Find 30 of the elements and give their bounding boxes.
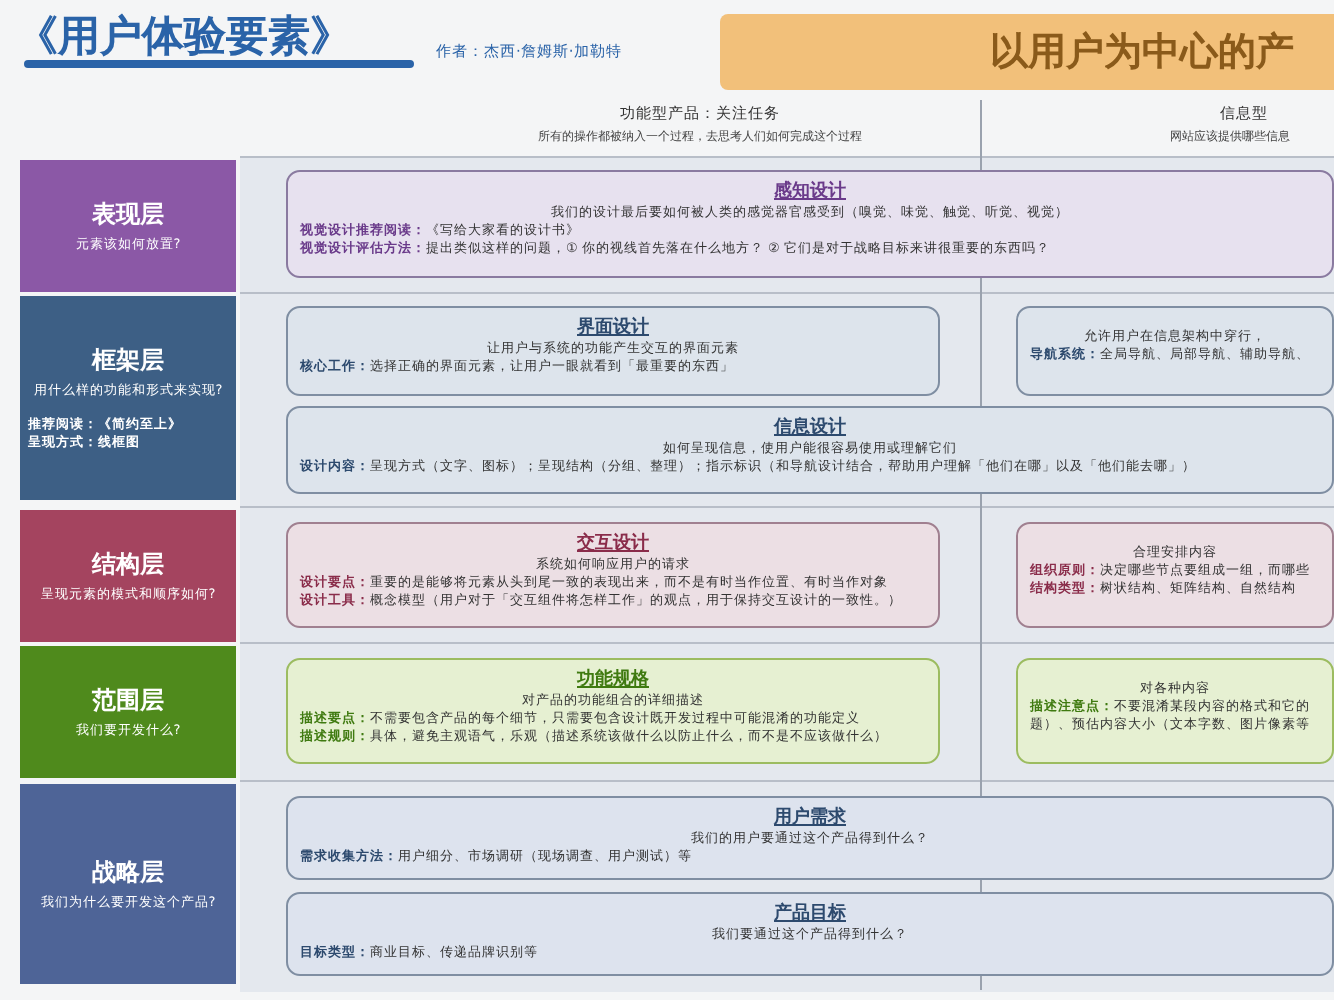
content-card — [286, 522, 940, 628]
card-heading: 功能规格 — [575, 666, 651, 692]
layer-panel — [20, 160, 236, 292]
content-card — [1016, 522, 1334, 628]
layer-panel — [20, 510, 236, 642]
layer-panel — [20, 784, 236, 984]
banner-heading: 以用户为中心的产 — [990, 28, 1294, 78]
content-card — [286, 406, 1334, 494]
card-heading: 用户需求 — [772, 804, 848, 830]
card-heading: 信息设计 — [771, 414, 848, 440]
content-card — [286, 796, 1334, 880]
layer-title: 范围层 — [90, 684, 166, 718]
layer-panel — [20, 296, 236, 500]
layer-title: 结构层 — [89, 548, 166, 582]
card-heading: 产品目标 — [772, 900, 848, 926]
card-heading: 感知设计 — [772, 178, 848, 204]
layer-panel — [20, 646, 236, 778]
card-heading: 交互设计 — [575, 530, 651, 556]
layer-title: 表现层 — [90, 198, 166, 232]
content-card — [1016, 306, 1334, 396]
title: 《用户体验要素》 — [16, 10, 352, 64]
content-card — [286, 658, 940, 764]
content-card — [286, 306, 940, 396]
layer-title: 战略层 — [90, 856, 166, 890]
banner — [720, 14, 1334, 90]
content-card — [1016, 658, 1334, 764]
card-heading: 界面设计 — [575, 314, 651, 340]
content-card — [286, 892, 1334, 976]
layer-title: 框架层 — [89, 344, 166, 378]
content-card — [286, 170, 1334, 278]
